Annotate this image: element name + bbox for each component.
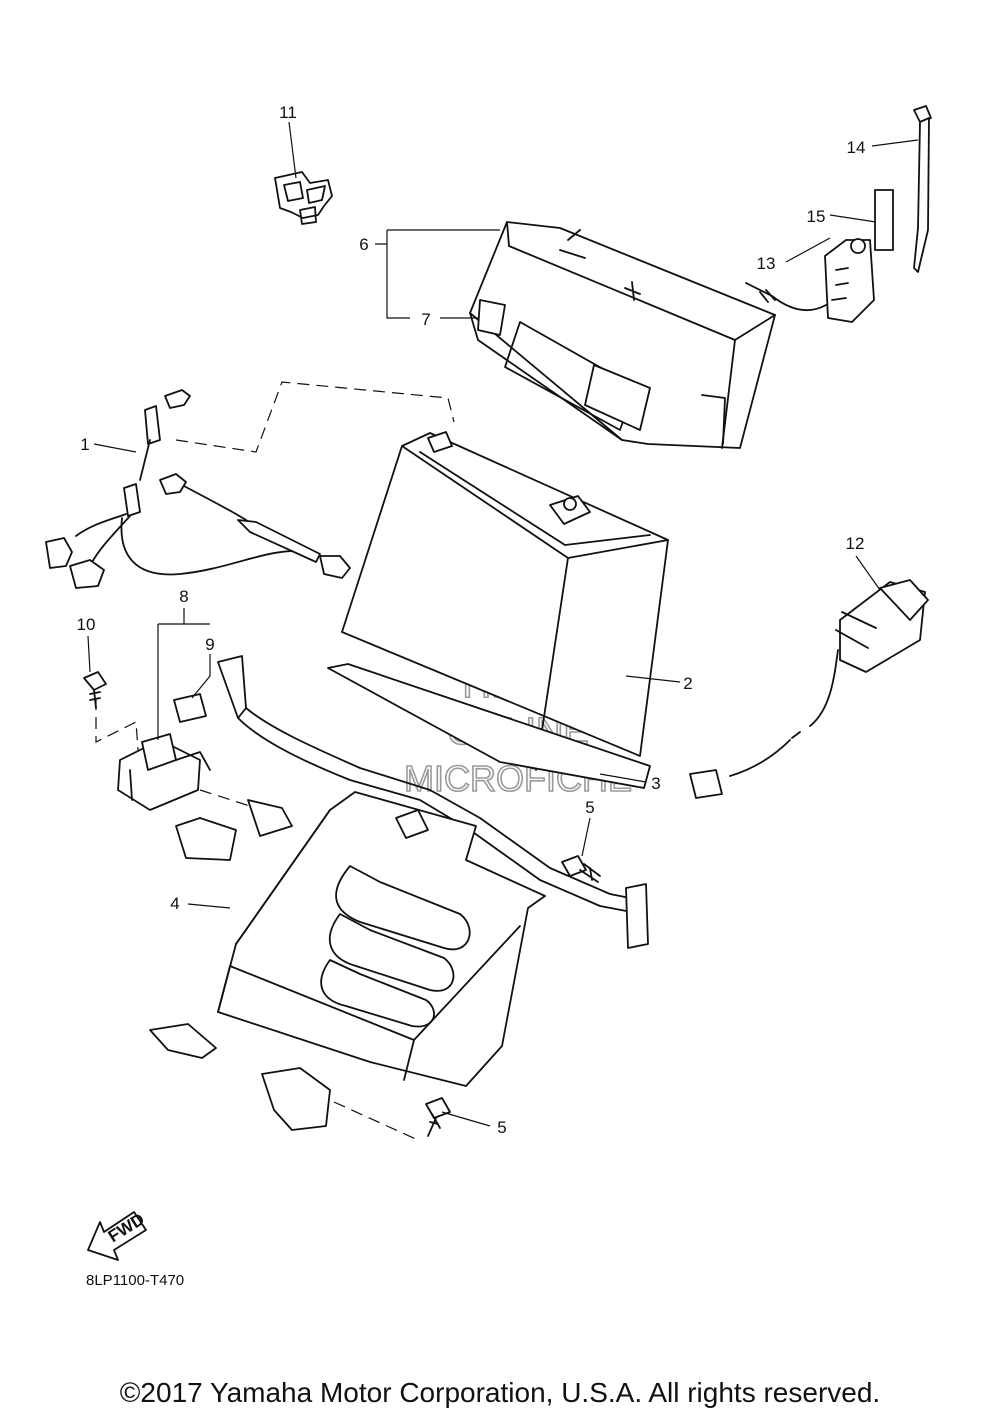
callout-14: 14 [847,138,866,157]
battery-cover-part [469,221,776,449]
switch-part [745,238,875,323]
callout-9: 9 [205,635,214,654]
dashed-connectors [95,381,455,1141]
callout-6: 6 [359,235,368,254]
callout-labels: 1 2 3 4 5 5 6 7 8 9 10 11 12 13 14 15 [77,103,866,1137]
relay-part [117,733,211,811]
socket-part [689,579,929,799]
callout-1: 1 [80,435,89,454]
bolt-5-lower-part [425,1097,451,1137]
pad-part [874,189,894,251]
callout-8: 8 [179,587,188,606]
wire-harness-part [45,389,351,589]
callout-2: 2 [683,674,692,693]
leader-lines [87,121,919,1127]
callout-3: 3 [651,774,660,793]
copyright-notice: ©2017 Yamaha Motor Corporation, U.S.A. A… [119,1377,881,1408]
clip-part [274,171,333,225]
fuse-part [173,693,207,723]
bolt-5-upper-part [561,855,601,883]
diagram-code: 8LP1100-T470 [86,1272,185,1289]
callout-5-lower: 5 [497,1118,506,1137]
callout-11: 11 [279,103,297,122]
battery-bracket-part [149,655,649,1131]
callout-5-upper: 5 [585,798,594,817]
bolt-10-part [83,671,107,709]
callout-4: 4 [170,894,179,913]
callout-15: 15 [807,207,826,226]
callout-10: 10 [77,615,96,634]
battery-part [341,431,669,771]
fwd-arrow-icon: FWD [87,1210,148,1261]
callout-13: 13 [757,254,776,273]
cable-tie-part [913,105,932,273]
callout-12: 12 [846,534,865,553]
battery-pad-part [327,663,651,789]
callout-7: 7 [421,310,430,329]
